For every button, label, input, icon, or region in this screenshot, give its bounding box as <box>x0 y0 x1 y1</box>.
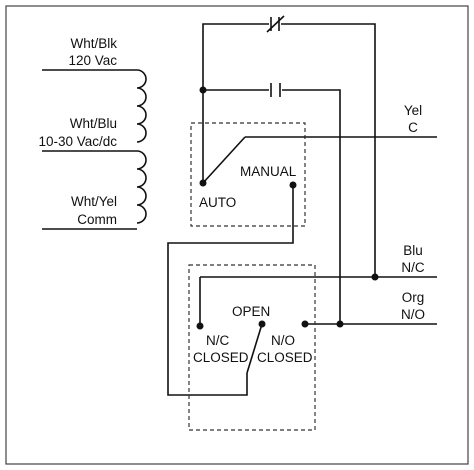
org-label-2: N/O <box>401 307 425 322</box>
auto-terminal-dot <box>199 179 207 187</box>
manual-terminal-dot <box>289 181 297 189</box>
manual-label: MANUAL <box>240 164 297 179</box>
no-contact-junction-dot <box>199 86 207 94</box>
yel-label-1: Yel <box>404 103 422 118</box>
no-label-2: CLOSED <box>257 350 313 365</box>
no-contact-return <box>282 89 341 324</box>
selector-switch-blade <box>202 136 246 184</box>
no-closed-terminal-dot <box>301 320 309 328</box>
secondary-coil <box>136 150 147 224</box>
yel-label-2: C <box>408 120 418 135</box>
open-close-switch-box <box>188 264 316 431</box>
nc-contact-slash <box>266 15 285 33</box>
manual-lead <box>167 185 294 396</box>
primary-label-1: Wht/Blk <box>70 36 117 51</box>
common-label-1: Wht/Yel <box>71 194 117 209</box>
auto-label: AUTO <box>199 195 236 210</box>
nc-label-1: N/C <box>206 333 230 348</box>
org-label-1: Org <box>402 290 425 305</box>
primary-label-2: 120 Vac <box>68 53 117 68</box>
open-terminal-dot <box>258 320 266 328</box>
blu-label-1: Blu <box>403 243 423 258</box>
secondary-label-2: 10-30 Vac/dc <box>38 134 117 149</box>
nc-contact-return <box>281 23 376 277</box>
blu-junction-dot <box>371 273 379 281</box>
nc-label-2: CLOSED <box>193 350 249 365</box>
no-label-1: N/O <box>271 333 295 348</box>
org-junction-dot <box>336 320 344 328</box>
open-close-blade <box>246 323 263 374</box>
selector-switch-box <box>190 122 306 227</box>
open-label: OPEN <box>232 304 270 319</box>
blu-label-2: N/C <box>401 260 425 275</box>
common-label-2: Comm <box>77 212 117 227</box>
secondary-label-1: Wht/Blu <box>70 116 117 131</box>
nc-closed-terminal-dot <box>196 322 204 330</box>
diagram-border <box>5 5 469 465</box>
nc-contact-loop <box>202 23 269 183</box>
primary-coil <box>136 69 147 143</box>
